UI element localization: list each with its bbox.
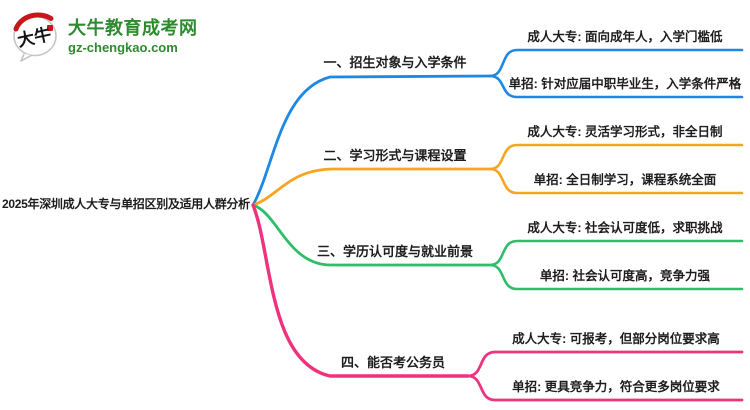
branch-3-child-2-connector <box>488 263 744 291</box>
logo-red-seal <box>47 25 53 31</box>
branch-1-child-1-connector <box>488 48 744 78</box>
branch-4-child-1-label: 成人大专: 可报考，但部分岗位要求高 <box>512 332 720 346</box>
branch-2-label: 二、学习形式与课程设置 <box>323 148 467 163</box>
branch-4-connector <box>251 203 470 378</box>
branch-1-connector <box>251 74 492 207</box>
branch-1-child-2-connector <box>488 74 744 99</box>
branch-2-connector <box>251 167 492 207</box>
daniu-logo-icon: 大牛 <box>13 12 57 62</box>
branch-2-child-2-label: 单招: 全日制学习，课程系统全面 <box>533 173 717 187</box>
site-logo: 大牛 大牛教育成考网 gz-chengkao.com <box>10 12 198 62</box>
branch-3-child-2-label: 单招: 社会认可度高，竞争力强 <box>539 269 711 283</box>
branch-1-child-2-label: 单招: 针对应届中职毕业生，入学条件严格 <box>508 77 742 91</box>
brand-title: 大牛教育成考网 <box>68 17 198 38</box>
branch-4-child-1-connector <box>466 350 744 378</box>
branch-3-label: 三、学历认可度与就业前景 <box>316 244 473 259</box>
branch-1-label: 一、招生对象与入学条件 <box>323 55 467 70</box>
branch-2-child-2-connector <box>488 167 744 195</box>
root-topic: 2025年深圳成人大专与单招区别及适用人群分析 <box>2 197 250 211</box>
brand-domain: gz-chengkao.com <box>68 39 178 55</box>
branch-2-child-1-label: 成人大专: 灵活学习形式，非全日制 <box>527 125 723 139</box>
branch-4-label: 四、能否考公务员 <box>340 355 445 370</box>
branch-3-child-1-label: 成人大专: 社会认可度低，求职挑战 <box>527 221 723 235</box>
branch-2-child-1-connector <box>488 143 744 171</box>
branch-3-child-1-connector <box>488 239 744 267</box>
logo-red-arc <box>13 12 54 32</box>
branch-1-child-1-label: 成人大专: 面向成年人，入学门槛低 <box>527 30 723 44</box>
branch-4-child-2-connector <box>466 374 744 402</box>
branch-3-connector <box>251 203 492 267</box>
branch-4-child-2-label: 单招: 更具竞争力，符合更多岗位要求 <box>512 380 720 394</box>
